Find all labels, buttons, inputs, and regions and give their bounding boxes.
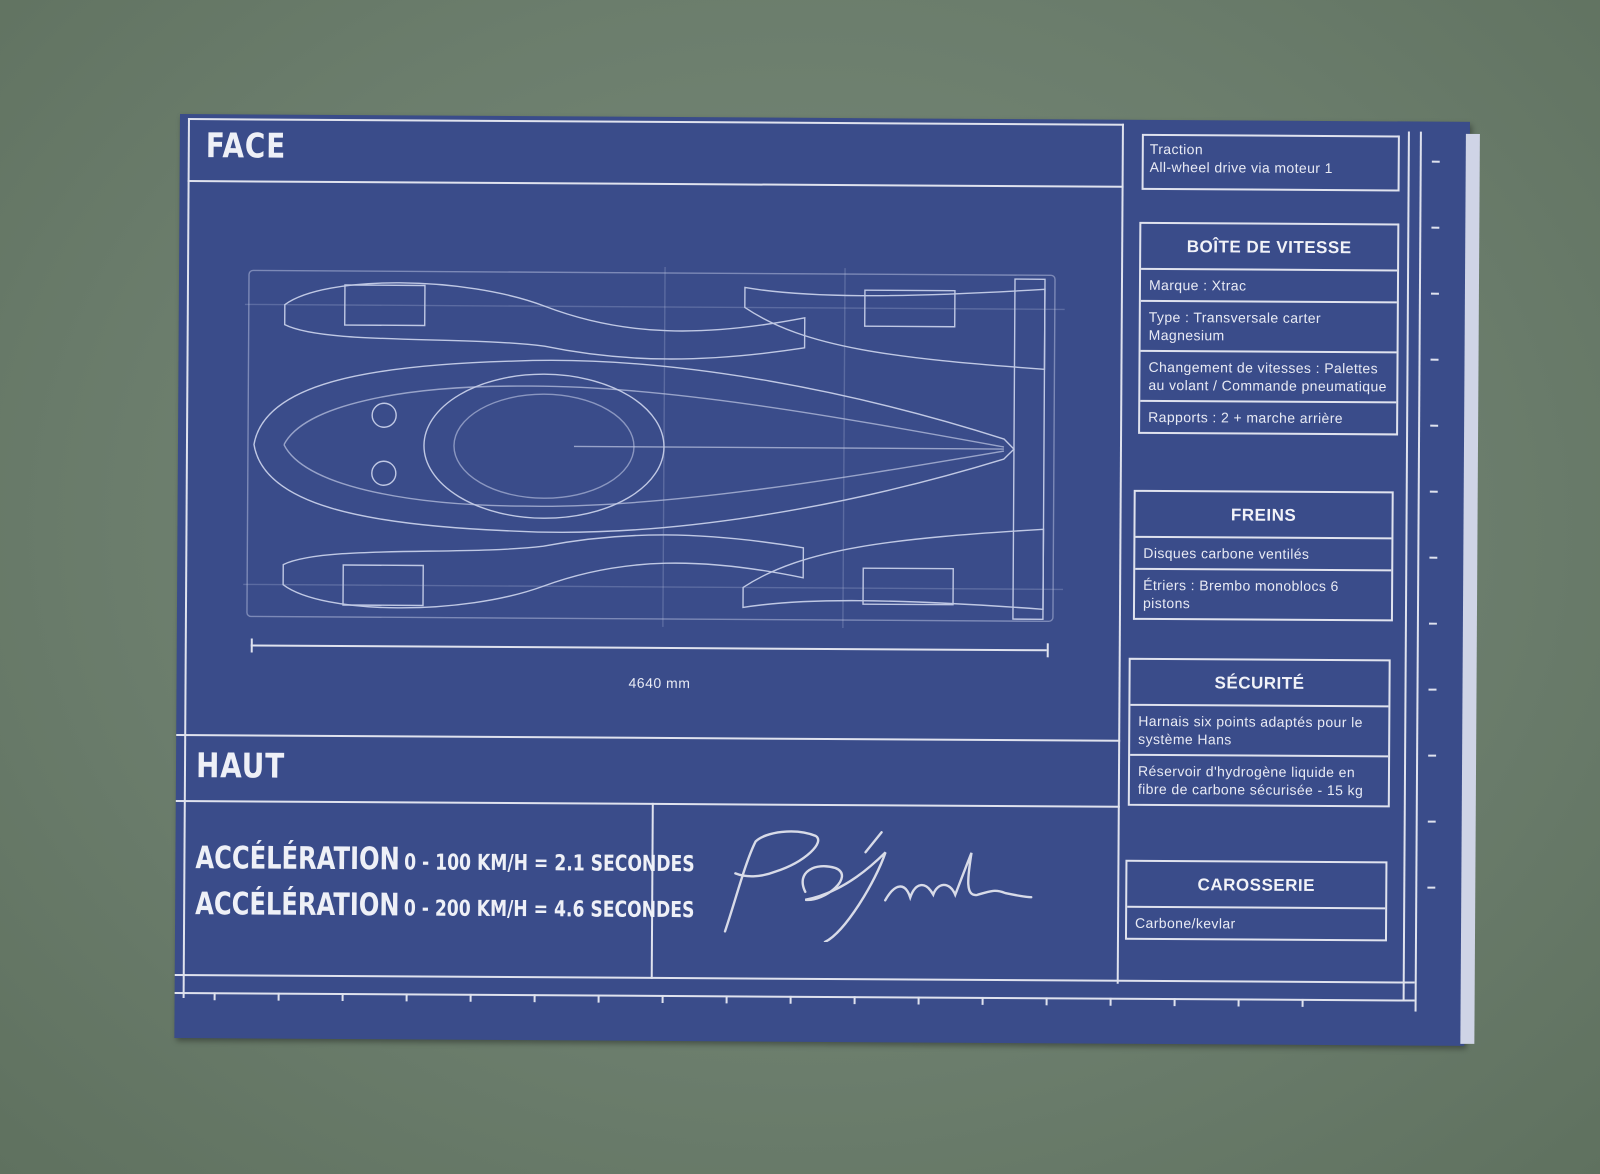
construction-line xyxy=(243,583,1064,591)
acceleration-detail: 0 - 100 KM/H = 2.1 SECONDES xyxy=(404,850,695,878)
bottom-ruler xyxy=(213,992,1304,1007)
wheel xyxy=(864,289,956,328)
centerline xyxy=(573,445,1004,450)
spec-row: Réservoir d'hydrogène liquide en fibre d… xyxy=(1137,762,1364,799)
frame-line xyxy=(175,799,1120,808)
spec-text: Traction xyxy=(1149,140,1204,158)
front-left-wheel-pod xyxy=(284,282,806,360)
acceleration-detail: 0 - 200 KM/H = 4.6 SECONDES xyxy=(403,896,695,924)
dimension-line xyxy=(250,644,1047,652)
spec-row: Étriers : Brembo monoblocs 6 pistons xyxy=(1142,576,1339,612)
body-title: CAROSSERIE xyxy=(1127,861,1386,910)
acceleration-line-1: ACCÉLÉRATION 0 - 100 KM/H = 2.1 SECONDES xyxy=(195,840,694,879)
blueprint-sheet: FACE HAUT xyxy=(174,114,1480,1046)
spec-row: Rapports : 2 + marche arrière xyxy=(1148,408,1344,427)
spec-row: Disques carbone ventilés xyxy=(1135,537,1392,572)
frame-line xyxy=(187,180,1124,188)
signature xyxy=(723,830,1033,944)
gearbox-spec: BOÎTE DE VITESSE Marque : Xtrac Type : T… xyxy=(1138,221,1400,436)
frame-line xyxy=(1116,123,1124,984)
blueprint-bounding-frame xyxy=(246,269,1056,623)
acceleration-label: ACCÉLÉRATION xyxy=(195,840,400,878)
frame-line xyxy=(1402,131,1410,1000)
right-ruler xyxy=(1427,160,1440,889)
brakes-spec: FREINS Disques carbone ventilés Étriers … xyxy=(1132,489,1394,622)
acceleration-label: ACCÉLÉRATION xyxy=(195,886,400,924)
dimension-label: 4640 mm xyxy=(628,674,691,692)
car-blueprint-drawing xyxy=(243,266,1065,629)
body-contour xyxy=(283,385,1005,448)
wheel xyxy=(862,567,954,606)
gearbox-title: BOÎTE DE VITESSE xyxy=(1141,223,1398,272)
side-view-title: HAUT xyxy=(195,746,286,787)
frame-line xyxy=(182,118,190,999)
fixture xyxy=(371,402,397,428)
dimension-tick xyxy=(1046,643,1049,658)
dimension-tick xyxy=(250,638,253,653)
acceleration-line-2: ACCÉLÉRATION 0 - 200 KM/H = 4.6 SECONDES xyxy=(195,886,694,925)
construction-line xyxy=(842,268,846,629)
wheel xyxy=(342,564,424,607)
spec-row: Carbone/kevlar xyxy=(1135,914,1236,932)
safety-title: SÉCURITÉ xyxy=(1130,659,1389,708)
fixture xyxy=(371,460,397,486)
wheel xyxy=(344,284,426,327)
brakes-title: FREINS xyxy=(1135,491,1392,540)
construction-line xyxy=(662,266,666,627)
spec-row: Traction All-wheel drive via moteur 1 xyxy=(1144,136,1398,182)
rear-left-wheel-pod xyxy=(744,286,1046,371)
traction-spec: Traction All-wheel drive via moteur 1 xyxy=(1141,133,1400,192)
front-right-wheel-pod xyxy=(282,534,805,609)
spec-row: Changement de vitesses : Palettes au vol… xyxy=(1140,351,1397,404)
frame-line xyxy=(187,118,1124,126)
spec-row: Type : Transversale carter Magnesium xyxy=(1140,301,1397,354)
top-view-title: FACE xyxy=(205,126,287,167)
safety-spec: SÉCURITÉ Harnais six points adaptés pour… xyxy=(1127,657,1391,808)
body-contour xyxy=(283,444,1005,507)
spec-row: Marque : Xtrac xyxy=(1140,269,1398,304)
spec-text: All-wheel drive via moteur 1 xyxy=(1149,158,1333,177)
frame-line xyxy=(176,733,1121,742)
rear-wing xyxy=(1012,278,1046,620)
body-spec: CAROSSERIE Carbone/kevlar xyxy=(1124,859,1388,942)
frame-line xyxy=(174,973,1415,984)
frame-line xyxy=(1414,131,1422,1012)
spec-row: Harnais six points adaptés pour le systè… xyxy=(1130,705,1389,758)
construction-line xyxy=(244,303,1065,311)
